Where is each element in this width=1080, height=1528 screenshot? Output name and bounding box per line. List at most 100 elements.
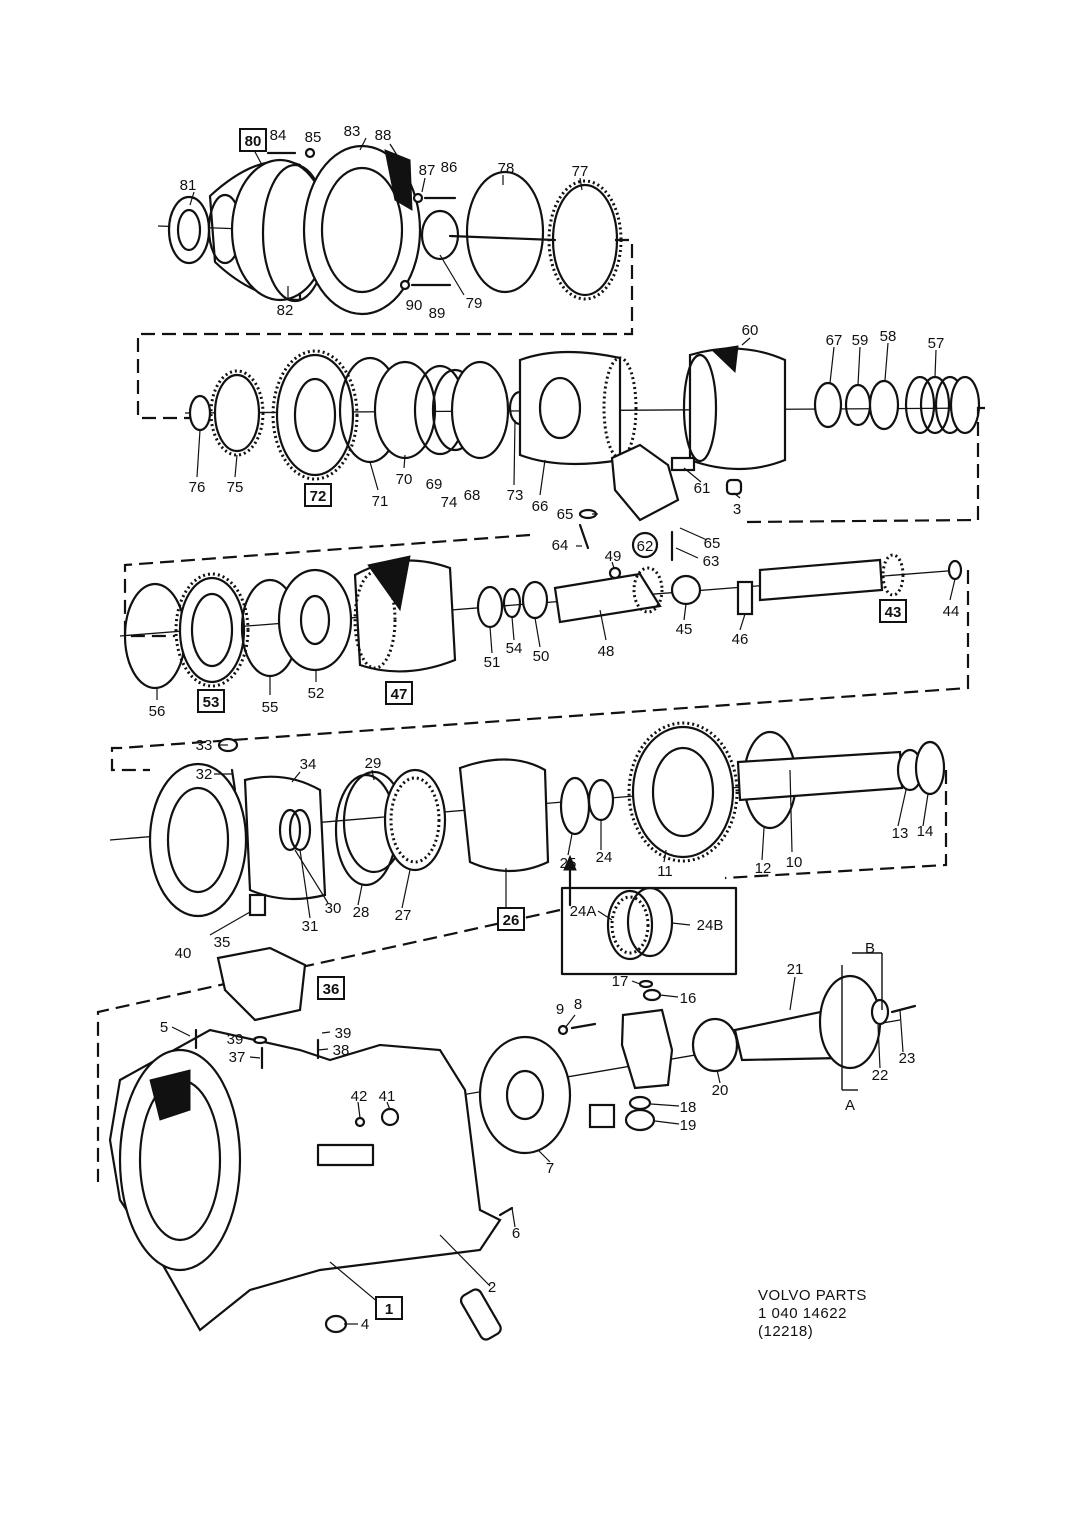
label-28: 28: [353, 904, 370, 921]
label-12: 12: [755, 860, 772, 877]
part-14-plate: [914, 740, 946, 796]
label-62: 62: [637, 538, 654, 555]
label-4: 4: [361, 1316, 369, 1333]
source-reference: VOLVO PARTS 1 040 14622 (12218): [758, 1287, 867, 1340]
part-4-plug: [324, 1314, 348, 1334]
label-86: 86: [441, 159, 458, 176]
part-30-washer: [278, 808, 302, 852]
label-23: 23: [899, 1050, 916, 1067]
label-9: 9: [556, 1001, 564, 1018]
label-1: 1: [385, 1301, 393, 1318]
label-45: 45: [676, 621, 693, 638]
label-29: 29: [365, 755, 382, 772]
label-66: 66: [532, 498, 549, 515]
label-57: 57: [928, 335, 945, 352]
label-33: 33: [196, 737, 213, 754]
label-68: 68: [464, 487, 481, 504]
group-rear-clutch: [119, 553, 963, 690]
label-83: 83: [344, 123, 361, 140]
part-19-weight: [624, 1108, 656, 1132]
part-32-bolt: [230, 768, 237, 792]
label-85: 85: [305, 129, 322, 146]
part-25-bush: [559, 776, 591, 836]
label-24A: 24A: [570, 903, 597, 920]
label-11: 11: [657, 863, 673, 880]
label-40: 40: [175, 945, 192, 962]
part-50-bearing: [521, 580, 549, 620]
part-76-washer: [188, 394, 212, 432]
label-2: 2: [488, 1279, 496, 1296]
label-44: 44: [943, 603, 960, 620]
label-64: 64: [552, 537, 569, 554]
label-17: 17: [612, 973, 629, 990]
part-64-bolt: [578, 523, 590, 550]
label-46: 46: [732, 631, 749, 648]
label-10: 10: [786, 854, 803, 871]
group-planetary: [109, 721, 946, 918]
part-68-piston: [450, 360, 510, 460]
label-19: 19: [680, 1117, 697, 1134]
part-governor-body: [620, 1008, 674, 1090]
label-48: 48: [598, 643, 615, 660]
label-3: 3: [733, 501, 741, 518]
label-31: 31: [302, 918, 319, 935]
part-72-clutch-plates: [275, 353, 355, 477]
label-78: 78: [498, 160, 515, 177]
label-79: 79: [466, 295, 483, 312]
part-8-bolt: [570, 1022, 597, 1030]
label-A: A: [845, 1097, 855, 1114]
part-54-ring: [502, 587, 522, 619]
label-51: 51: [484, 654, 501, 671]
label-34: 34: [300, 756, 317, 773]
part-58-retainer: [868, 379, 900, 431]
label-13: 13: [892, 825, 909, 842]
label-41: 41: [379, 1088, 396, 1105]
label-75: 75: [227, 479, 244, 496]
part-70-spring-plate: [373, 360, 437, 460]
label-65b: 65: [704, 535, 721, 552]
part-41-plug: [380, 1107, 400, 1127]
leader-lines: [156, 137, 956, 1325]
part-36-valve: [216, 946, 307, 1022]
source-line-1: VOLVO PARTS: [758, 1287, 867, 1304]
label-8: 8: [574, 996, 582, 1013]
label-52: 52: [308, 685, 325, 702]
label-89: 89: [429, 305, 446, 322]
source-line-2: 1 040 14622: [758, 1305, 847, 1322]
part-24-thrust-washer: [587, 778, 615, 822]
part-88-gasket: [384, 149, 413, 211]
label-39a: 39: [227, 1031, 244, 1048]
label-18: 18: [680, 1099, 697, 1116]
inset-thrust-bearing: [560, 886, 738, 976]
label-37: 37: [229, 1049, 246, 1066]
label-70: 70: [396, 471, 413, 488]
part-20-seal: [691, 1017, 739, 1073]
label-39b: 39: [335, 1025, 352, 1042]
label-30: 30: [325, 900, 342, 917]
label-25: 25: [560, 855, 577, 872]
part-46-bush: [736, 580, 754, 616]
label-82: 82: [277, 302, 294, 319]
source-line-3: (12218): [758, 1323, 813, 1340]
label-54: 54: [506, 640, 523, 657]
label-50: 50: [533, 648, 550, 665]
part-40-piston: [148, 762, 248, 918]
part-57-spring: [904, 375, 936, 435]
label-58: 58: [880, 328, 897, 345]
label-56: 56: [149, 703, 166, 720]
label-80: 80: [245, 133, 262, 150]
label-35: 35: [214, 934, 231, 951]
part-17-clip: [638, 979, 654, 989]
part-27-one-way-clutch: [383, 768, 447, 872]
label-14: 14: [917, 823, 934, 840]
part-53-plates: [178, 576, 246, 684]
label-53: 53: [203, 694, 220, 711]
label-43: 43: [885, 604, 902, 621]
group-torque-converter-housing: [157, 144, 623, 316]
label-21: 21: [787, 961, 804, 978]
label-60: 60: [742, 322, 759, 339]
label-36: 36: [323, 981, 340, 998]
label-22: 22: [872, 1067, 889, 1084]
label-6: 6: [512, 1225, 520, 1242]
label-47: 47: [391, 686, 408, 703]
